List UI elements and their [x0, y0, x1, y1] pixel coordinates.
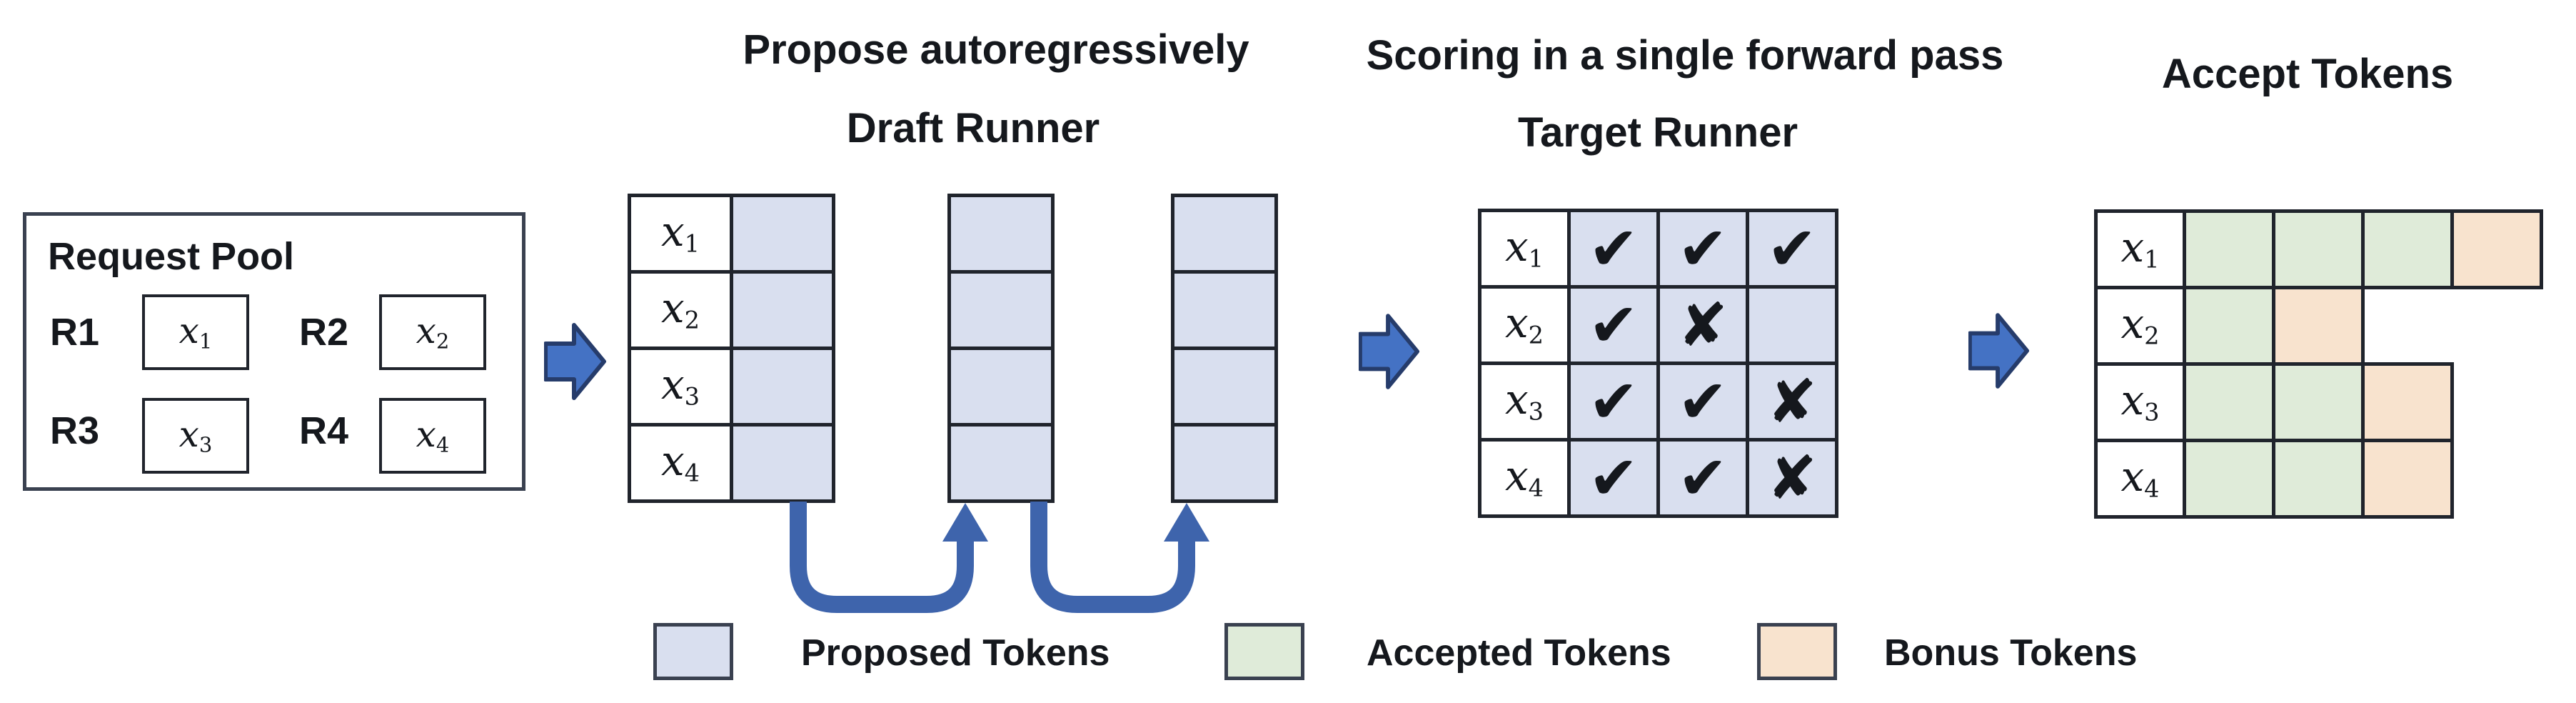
- none-mark-cell: [1746, 285, 1838, 365]
- legend-label: Proposed Tokens: [801, 632, 1110, 674]
- bonus-legend-swatch: [1757, 623, 1837, 680]
- cross-mark-cell: ✘: [1656, 285, 1749, 365]
- token-label: x3: [660, 360, 700, 411]
- proposed-token-cell: [947, 194, 1055, 274]
- target-row-label-cell: x2: [1478, 285, 1571, 365]
- token-label: x1: [660, 207, 700, 258]
- token-label: x4: [2120, 452, 2160, 503]
- proposed-token-cell: [1171, 194, 1278, 274]
- proposed-token-cell: [1171, 270, 1278, 350]
- token-label: x1: [2120, 223, 2160, 274]
- accept-tokens-title: Accept Tokens: [2161, 51, 2454, 97]
- request-id-label: R3: [50, 409, 100, 452]
- token-label: x2: [660, 284, 700, 334]
- accepted-token-cell: [2272, 439, 2365, 519]
- bonus-token-cell: [2361, 439, 2454, 519]
- target-row-label-cell: x1: [1478, 209, 1571, 289]
- accept-row-label-cell: x2: [2094, 286, 2186, 366]
- token-label: x3: [2120, 376, 2160, 427]
- accepted-token-cell: [2183, 362, 2275, 442]
- cross-mark-cell: ✘: [1746, 438, 1838, 518]
- check-mark-cell: ✔: [1746, 209, 1838, 289]
- request-id-label: R4: [299, 409, 349, 452]
- accept-row-label-cell: x3: [2094, 362, 2186, 442]
- request-pool-title: Request Pool: [48, 235, 295, 278]
- flow-arrow-icon: [544, 323, 606, 400]
- check-mark-cell: ✔: [1567, 209, 1660, 289]
- draft-row-label-cell: x2: [628, 270, 733, 350]
- bonus-token-cell: [2272, 286, 2365, 366]
- proposed-token-cell: [1171, 423, 1278, 503]
- bonus-token-cell: [2450, 209, 2543, 289]
- check-mark-cell: ✔: [1567, 285, 1660, 365]
- cross-mark-cell: ✘: [1746, 362, 1838, 442]
- target-row-label-cell: x3: [1478, 362, 1571, 442]
- flow-arrow-icon: [1968, 313, 2030, 389]
- request-id-label: R1: [50, 311, 100, 354]
- accepted-legend-swatch: [1224, 623, 1304, 680]
- propose-title: Propose autoregressively: [743, 26, 1249, 73]
- check-mark-cell: ✔: [1656, 438, 1749, 518]
- legend-label: Accepted Tokens: [1367, 632, 1671, 674]
- proposed-token-cell: [947, 423, 1055, 503]
- scoring-title: Scoring in a single forward pass: [1366, 32, 2004, 79]
- proposed-token-cell: [730, 346, 835, 427]
- draft-row-label-cell: x3: [628, 346, 733, 427]
- draft-runner-title: Draft Runner: [846, 105, 1100, 151]
- target-row-label-cell: x4: [1478, 438, 1571, 518]
- accept-row-label-cell: x4: [2094, 439, 2186, 519]
- proposed-token-cell: [730, 270, 835, 350]
- accepted-token-cell: [2183, 209, 2275, 289]
- legend-label: Bonus Tokens: [1884, 632, 2138, 674]
- accepted-token-cell: [2272, 209, 2365, 289]
- token-label: x2: [2120, 299, 2160, 350]
- check-mark-cell: ✔: [1567, 438, 1660, 518]
- draft-row-label-cell: x4: [628, 423, 733, 503]
- request-token-box: x2: [379, 294, 486, 370]
- target-runner-title: Target Runner: [1517, 109, 1798, 156]
- bonus-token-cell: [2361, 362, 2454, 442]
- token-label: x4: [1504, 452, 1544, 502]
- check-mark-cell: ✔: [1656, 362, 1749, 442]
- accepted-token-cell: [2272, 362, 2365, 442]
- proposed-token-cell: [947, 270, 1055, 350]
- check-mark-cell: ✔: [1567, 362, 1660, 442]
- request-id-label: R2: [299, 311, 349, 354]
- proposed-token-cell: [730, 194, 835, 274]
- request-token-box: x3: [142, 398, 249, 474]
- token-label: x2: [1504, 299, 1544, 349]
- token-label: x1: [178, 309, 213, 354]
- proposed-token-cell: [947, 346, 1055, 427]
- autoregressive-loop-arrows-icon: [790, 502, 1209, 613]
- accepted-token-cell: [2183, 286, 2275, 366]
- proposed-token-cell: [1171, 346, 1278, 427]
- token-label: x1: [1504, 222, 1544, 273]
- token-label: x3: [178, 413, 213, 457]
- accepted-token-cell: [2361, 209, 2454, 289]
- request-token-box: x4: [379, 398, 486, 474]
- token-label: x4: [660, 437, 700, 487]
- proposed-legend-swatch: [653, 623, 733, 680]
- accepted-token-cell: [2183, 439, 2275, 519]
- token-label: x3: [1504, 375, 1544, 426]
- check-mark-cell: ✔: [1656, 209, 1749, 289]
- token-label: x4: [416, 413, 450, 457]
- flow-arrow-icon: [1359, 314, 1420, 389]
- accept-row-label-cell: x1: [2094, 209, 2186, 289]
- token-label: x2: [416, 309, 450, 354]
- draft-row-label-cell: x1: [628, 194, 733, 274]
- proposed-token-cell: [730, 423, 835, 503]
- request-token-box: x1: [142, 294, 249, 370]
